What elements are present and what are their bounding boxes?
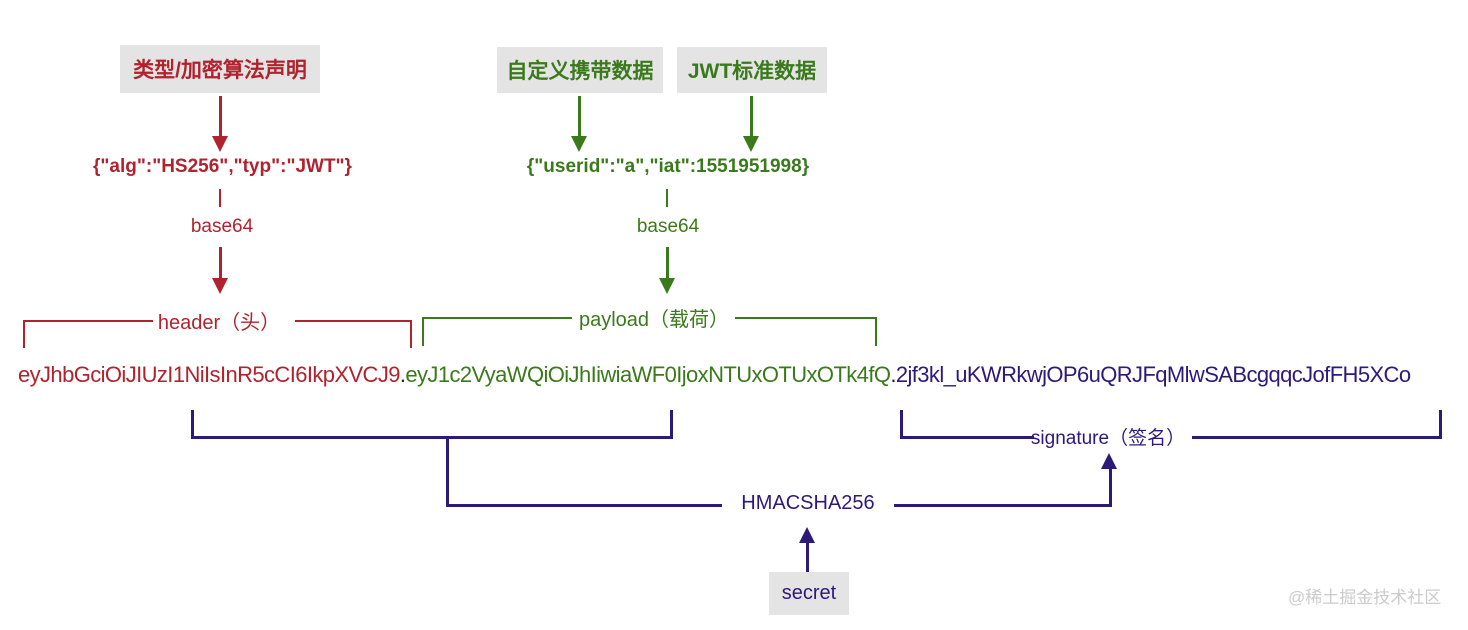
header-bracket-right-line (295, 320, 412, 322)
header-bracket-left-line (23, 320, 153, 322)
header-json-connector-line (219, 189, 221, 207)
hmac-to-signature-arrow-icon (1101, 453, 1117, 469)
token-header-part: eyJhbGciOiJIUzI1NiIsInR5cCI6IkpXVCJ9 (18, 362, 400, 387)
signature-bracket-right-tick (1439, 410, 1442, 438)
header-json-value: {"alg":"HS256","typ":"JWT"} (93, 156, 352, 177)
payload-bracket-left-line (422, 317, 572, 319)
header-bracket-right-tick (410, 320, 412, 348)
header-bracket-label: header（头） (157, 312, 281, 334)
jwt-standard-data-label-box: JWT标准数据 (677, 47, 827, 93)
payload-base64-arrow-icon (659, 278, 675, 294)
token-dot-2: . (890, 362, 896, 387)
custom-data-arrow-stem (578, 96, 581, 138)
hmac-algorithm-label: HMACSHA256 (741, 492, 875, 514)
token-dot-1: . (399, 362, 406, 387)
custom-data-arrow-icon (571, 136, 587, 152)
payload-base64-label: base64 (636, 216, 700, 237)
payload-bracket-left-tick (422, 317, 424, 346)
header-base64-label: base64 (190, 216, 254, 237)
jwt-token-string: eyJhbGciOiJIUzI1NiIsInR5cCI6IkpXVCJ9.eyJ… (18, 362, 1411, 388)
header-base64-arrow-icon (212, 278, 228, 294)
token-payload-part: eyJ1c2VyaWQiOiJhIiwiaWF0IjoxNTUxOTUxOTk4… (405, 362, 891, 387)
secret-arrow-stem (806, 542, 809, 572)
secret-arrow-icon (799, 527, 815, 543)
token-signature-part: 2jf3kl_uKWRkwjOP6uQRJFqMlwSABcgqqcJofFH5… (895, 362, 1411, 387)
signature-bracket-left-line (900, 436, 1034, 439)
signing-input-descender-line (446, 436, 449, 507)
header-bracket-left-tick (23, 320, 25, 348)
payload-bracket-label: payload（载荷） (578, 309, 730, 331)
signature-bracket-right-line (1192, 436, 1442, 439)
hmac-to-signature-arrow-stem (1109, 467, 1112, 507)
signing-input-bracket-left-tick (191, 410, 194, 438)
signing-input-bracket-line (191, 436, 673, 439)
payload-json-connector-line (666, 189, 668, 207)
jwt-standard-arrow-icon (743, 136, 759, 152)
signature-bracket-left-tick (900, 410, 903, 438)
signature-bracket-label: signature（签名） (1030, 428, 1186, 449)
hmac-line-right (894, 504, 1112, 507)
watermark-text: @稀土掘金技术社区 (1288, 588, 1442, 607)
header-label-arrow-stem (219, 96, 222, 138)
hmac-line-left (446, 504, 722, 507)
header-algo-label-box: 类型/加密算法声明 (120, 45, 320, 93)
payload-json-value: {"userid":"a","iat":1551951998} (526, 156, 810, 177)
signing-input-bracket-right-tick (670, 410, 673, 438)
payload-base64-arrow-stem (666, 247, 669, 280)
payload-bracket-right-tick (875, 317, 877, 346)
custom-data-label-box: 自定义携带数据 (497, 47, 663, 93)
payload-bracket-right-line (735, 317, 877, 319)
jwt-standard-arrow-stem (750, 96, 753, 138)
header-label-arrow-icon (212, 136, 228, 152)
secret-label-box: secret (769, 572, 849, 615)
header-base64-arrow-stem (219, 247, 222, 280)
